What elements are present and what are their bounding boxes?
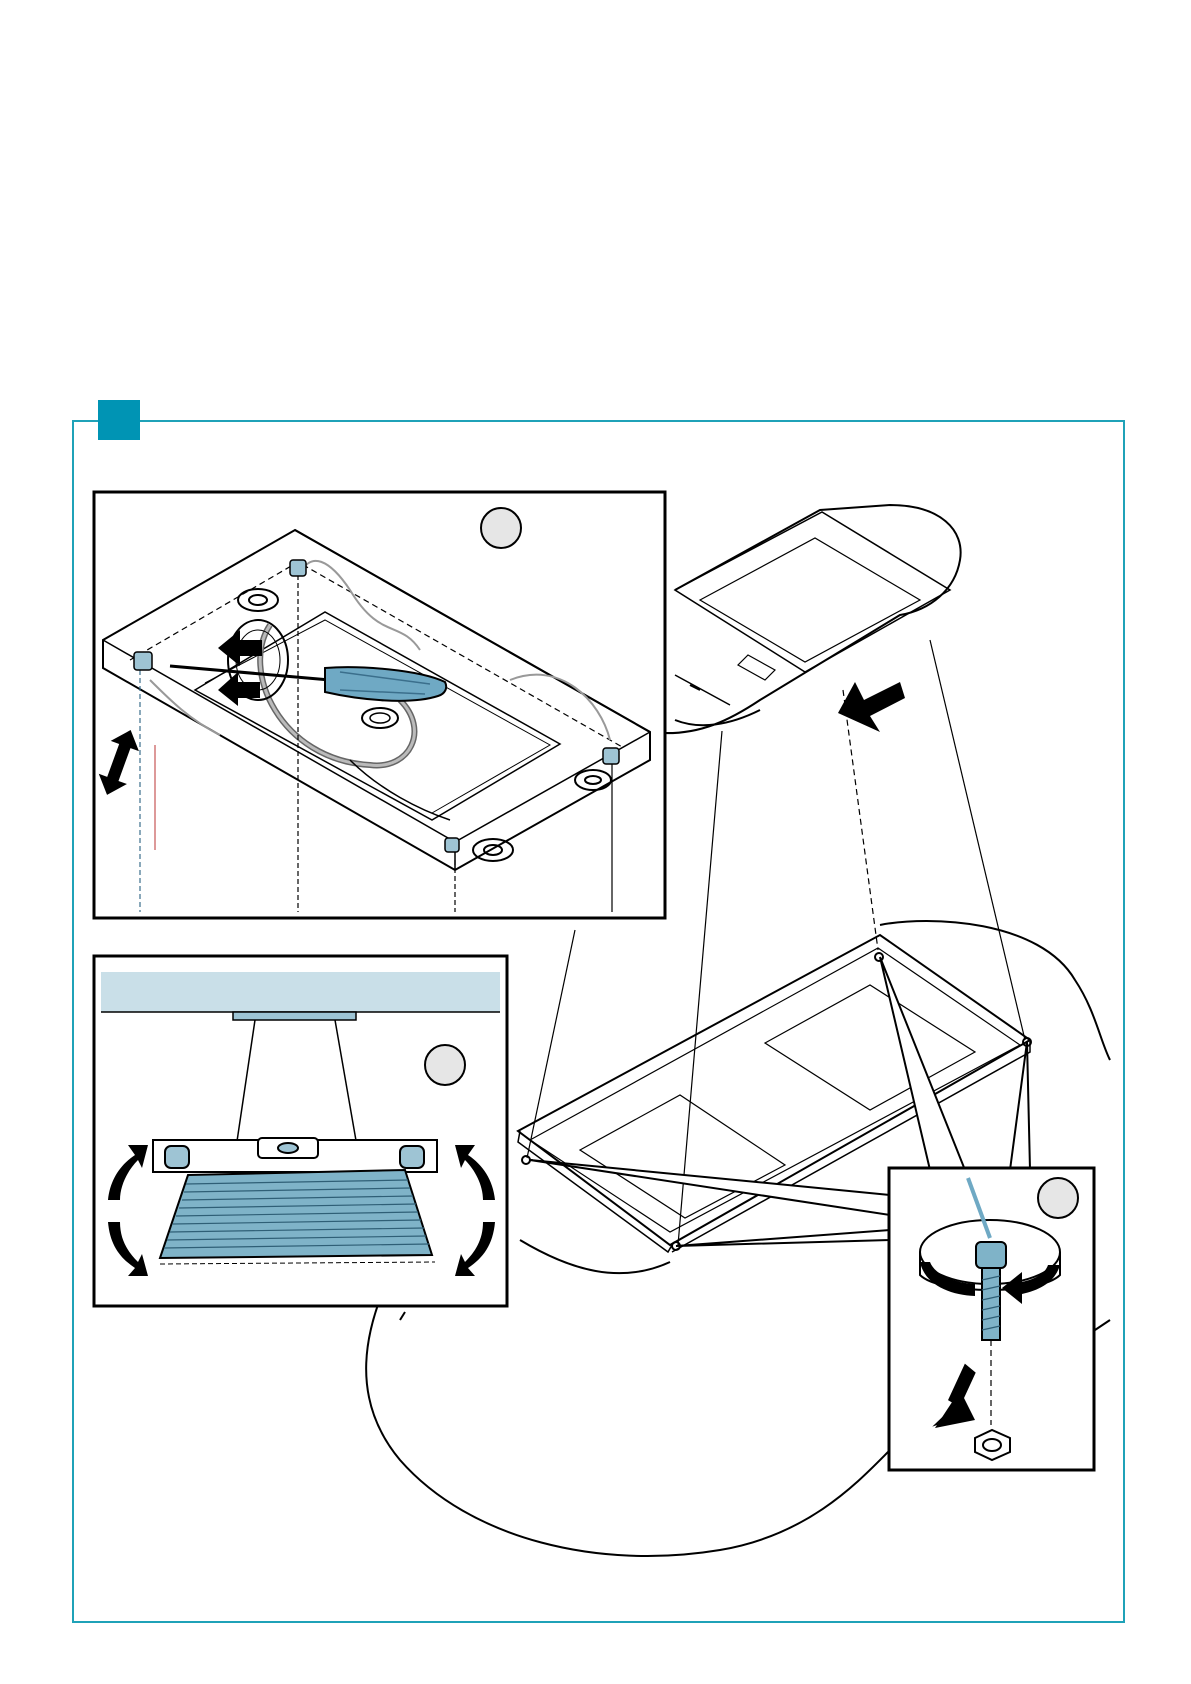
- ceiling-mount-frame: [660, 505, 961, 733]
- leader-line: [400, 1312, 405, 1320]
- step-marker: [98, 400, 140, 440]
- panel-a: [93, 492, 665, 918]
- panel-a-badge: [481, 508, 521, 548]
- spirit-level-icon: [153, 1138, 437, 1172]
- ceiling-surface: [101, 972, 500, 1012]
- hood-front: [160, 1170, 435, 1264]
- panel-b: [94, 956, 507, 1306]
- panel-b-badge: [425, 1045, 465, 1085]
- panel-c-badge: [1038, 1178, 1078, 1218]
